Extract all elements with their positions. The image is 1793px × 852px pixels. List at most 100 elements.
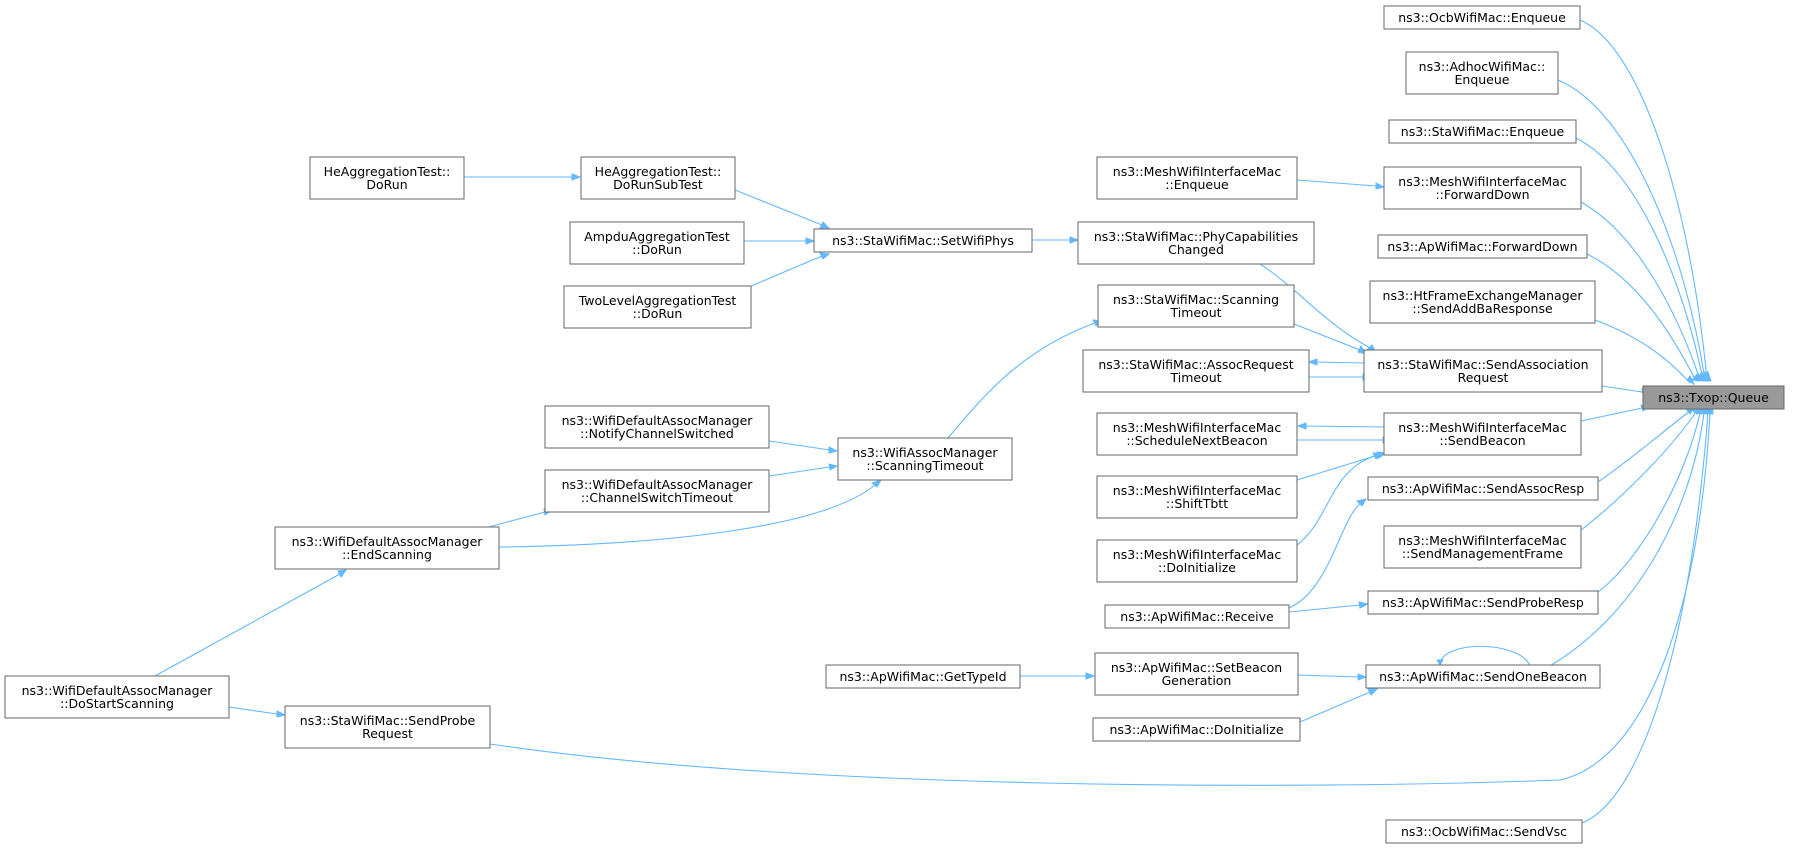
node-mesh-enq[interactable]: ns3::MeshWifiInterfaceMac::Enqueue bbox=[1096, 156, 1298, 200]
node-box[interactable] bbox=[1365, 664, 1601, 689]
node-label-line: Enqueue bbox=[1455, 72, 1510, 87]
node-ap-gettypeid[interactable]: ns3::ApWifiMac::GetTypeId bbox=[825, 664, 1021, 689]
node-box[interactable] bbox=[4, 675, 230, 719]
node-box[interactable] bbox=[1097, 284, 1295, 328]
node-label-line: ns3::Txop::Queue bbox=[1658, 390, 1769, 405]
node-mesh-shift[interactable]: ns3::MeshWifiInterfaceMac::ShiftTbtt bbox=[1096, 475, 1298, 519]
node-box[interactable] bbox=[1642, 385, 1785, 410]
node-wdam-endscan[interactable]: ns3::WifiDefaultAssocManager::EndScannin… bbox=[274, 526, 500, 570]
node-box[interactable] bbox=[1405, 51, 1559, 95]
node-ht-addba[interactable]: ns3::HtFrameExchangeManager::SendAddBaRe… bbox=[1369, 280, 1596, 324]
call-edge-ap-onebeacon bbox=[1439, 645, 1531, 667]
node-box[interactable] bbox=[1082, 349, 1310, 393]
node-box[interactable] bbox=[1383, 5, 1581, 30]
node-box[interactable] bbox=[1385, 819, 1583, 844]
call-edge-ap-setbeacon bbox=[1297, 674, 1359, 678]
node-he-subtest[interactable]: HeAggregationTest::DoRunSubTest bbox=[580, 156, 736, 200]
node-box[interactable] bbox=[1096, 156, 1298, 200]
call-edge-ap-receive bbox=[1288, 604, 1361, 613]
node-ap-fwd[interactable]: ns3::ApWifiMac::ForwardDown bbox=[1377, 234, 1588, 259]
node-wam-scantimeout[interactable]: ns3::WifiAssocManager::ScanningTimeout bbox=[837, 437, 1013, 481]
node-box[interactable] bbox=[825, 664, 1021, 689]
node-ocb-enq[interactable]: ns3::OcbWifiMac::Enqueue bbox=[1383, 5, 1581, 30]
node-ap-onebeacon[interactable]: ns3::ApWifiMac::SendOneBeacon bbox=[1365, 664, 1601, 689]
node-label-line: ns3::WifiDefaultAssocManager bbox=[292, 534, 484, 549]
node-box[interactable] bbox=[1388, 119, 1577, 144]
edge-arrowhead bbox=[1307, 358, 1318, 366]
node-box[interactable] bbox=[1363, 349, 1603, 393]
node-wdam-dostart[interactable]: ns3::WifiDefaultAssocManager::DoStartSca… bbox=[4, 675, 230, 719]
node-queue[interactable]: ns3::Txop::Queue bbox=[1642, 385, 1785, 410]
node-label-line: ns3::StaWifiMac::AssocRequest bbox=[1098, 357, 1293, 372]
node-adhoc-enq[interactable]: ns3::AdhocWifiMac::Enqueue bbox=[1405, 51, 1559, 95]
call-edge-sta-sendprobe bbox=[489, 412, 1711, 786]
node-box[interactable] bbox=[309, 156, 465, 200]
node-wdam-chswitch[interactable]: ns3::WifiDefaultAssocManager::ChannelSwi… bbox=[544, 469, 770, 513]
node-box[interactable] bbox=[1096, 475, 1298, 519]
edge-arrowhead bbox=[819, 252, 831, 260]
node-label-line: Request bbox=[362, 726, 413, 741]
node-box[interactable] bbox=[1096, 412, 1298, 456]
node-mesh-schednext[interactable]: ns3::MeshWifiInterfaceMac::ScheduleNextB… bbox=[1096, 412, 1298, 456]
node-box[interactable] bbox=[284, 705, 491, 749]
call-edge-wdam-dostart bbox=[154, 573, 341, 677]
node-ap-receive[interactable]: ns3::ApWifiMac::Receive bbox=[1104, 604, 1290, 629]
edge-arrowhead bbox=[1372, 452, 1385, 460]
node-label-line: ::ScheduleNextBeacon bbox=[1126, 433, 1267, 448]
node-label-line: ns3::StaWifiMac::SendProbe bbox=[300, 713, 476, 728]
node-mesh-doinit[interactable]: ns3::MeshWifiInterfaceMac::DoInitialize bbox=[1096, 539, 1298, 583]
node-box[interactable] bbox=[1369, 280, 1596, 324]
node-box[interactable] bbox=[1377, 234, 1588, 259]
node-box[interactable] bbox=[274, 526, 500, 570]
node-box[interactable] bbox=[1092, 717, 1301, 742]
node-ap-assocresp[interactable]: ns3::ApWifiMac::SendAssocResp bbox=[1367, 476, 1599, 501]
node-box[interactable] bbox=[1367, 476, 1599, 501]
call-edge-ocb-enq bbox=[1579, 19, 1708, 381]
node-box[interactable] bbox=[544, 405, 770, 449]
node-box[interactable] bbox=[569, 221, 745, 265]
node-wdam-notify[interactable]: ns3::WifiDefaultAssocManager::NotifyChan… bbox=[544, 405, 770, 449]
node-mesh-sendbeacon[interactable]: ns3::MeshWifiInterfaceMac::SendBeacon bbox=[1383, 412, 1582, 456]
node-box[interactable] bbox=[1077, 221, 1315, 265]
node-box[interactable] bbox=[580, 156, 736, 200]
node-mesh-fwd[interactable]: ns3::MeshWifiInterfaceMac::ForwardDown bbox=[1383, 166, 1582, 210]
node-box[interactable] bbox=[837, 437, 1013, 481]
edge-arrowhead bbox=[1296, 422, 1307, 430]
node-ocb-vsc[interactable]: ns3::OcbWifiMac::SendVsc bbox=[1385, 819, 1583, 844]
node-box[interactable] bbox=[1104, 604, 1290, 629]
call-edge-he-subtest bbox=[734, 189, 823, 226]
edge-arrowhead bbox=[870, 479, 883, 488]
node-label-line: ns3::StaWifiMac::SendAssociation bbox=[1377, 357, 1588, 372]
node-box[interactable] bbox=[1094, 652, 1299, 696]
node-he-dorun[interactable]: HeAggregationTest::DoRun bbox=[309, 156, 465, 200]
node-ap-doinit[interactable]: ns3::ApWifiMac::DoInitialize bbox=[1092, 717, 1301, 742]
node-label-line: ::DoRun bbox=[632, 242, 682, 257]
node-label-line: ns3::StaWifiMac::PhyCapabilities bbox=[1094, 229, 1298, 244]
node-label-line: Timeout bbox=[1169, 305, 1221, 320]
node-box[interactable] bbox=[544, 469, 770, 513]
node-mesh-mgmt[interactable]: ns3::MeshWifiInterfaceMac::SendManagemen… bbox=[1383, 525, 1582, 569]
node-box[interactable] bbox=[813, 228, 1033, 253]
edge-arrowhead bbox=[1085, 672, 1096, 680]
node-box[interactable] bbox=[1096, 539, 1298, 583]
node-box[interactable] bbox=[1383, 525, 1582, 569]
node-ap-proberesp[interactable]: ns3::ApWifiMac::SendProbeResp bbox=[1367, 590, 1599, 615]
node-sta-scantimeout[interactable]: ns3::StaWifiMac::ScanningTimeout bbox=[1097, 284, 1295, 328]
node-box[interactable] bbox=[563, 285, 752, 329]
node-sta-enq[interactable]: ns3::StaWifiMac::Enqueue bbox=[1388, 119, 1577, 144]
node-box[interactable] bbox=[1383, 166, 1582, 210]
call-edge-ap-fwd bbox=[1586, 253, 1697, 382]
node-ampdu-dorun[interactable]: AmpduAggregationTest::DoRun bbox=[569, 221, 745, 265]
node-label-line: ns3::ApWifiMac::SendAssocResp bbox=[1382, 481, 1584, 496]
node-label-line: Timeout bbox=[1169, 370, 1221, 385]
edge-arrowhead bbox=[1686, 375, 1696, 386]
node-twolevel-dorun[interactable]: TwoLevelAggregationTest::DoRun bbox=[563, 285, 752, 329]
node-sta-setphys[interactable]: ns3::StaWifiMac::SetWifiPhys bbox=[813, 228, 1033, 253]
node-box[interactable] bbox=[1383, 412, 1582, 456]
node-box[interactable] bbox=[1367, 590, 1599, 615]
